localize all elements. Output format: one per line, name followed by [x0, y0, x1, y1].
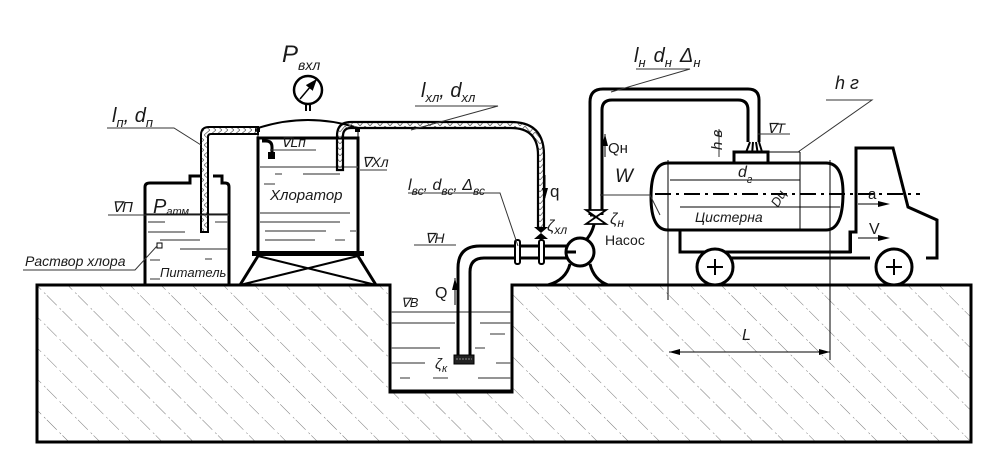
label-suction-pipe: lвс, dвс, Δвс — [408, 177, 485, 198]
label-Q-n: Qн — [608, 140, 628, 157]
label-level-P: ∇П — [112, 199, 133, 216]
chlorinator — [238, 74, 378, 286]
label-accel: a — [868, 186, 877, 203]
chlorine-pipe — [335, 120, 548, 246]
label-level-Ln: ∇Lп — [281, 134, 306, 150]
label-q-flow: q — [550, 182, 559, 201]
reservoir — [388, 285, 514, 393]
label-p-inlet: Pвхл — [282, 41, 320, 73]
label-zeta-k: ζк — [435, 356, 448, 375]
label-pump: Насос — [605, 232, 645, 248]
label-feed-pipe: lп, dп — [112, 105, 153, 130]
label-chlorine-pipe: lхл, dхл — [421, 80, 476, 105]
tank-truck — [649, 146, 939, 360]
label-Q-flow: Q — [435, 285, 447, 302]
label-h-g: h г — [835, 73, 859, 93]
label-W: W — [615, 166, 635, 187]
label-velocity: V — [869, 221, 880, 238]
discharge-pipe — [583, 87, 764, 225]
label-zeta-xl: ζхл — [547, 218, 567, 237]
leader-lines — [23, 68, 874, 271]
label-level-Xl: ∇Xл — [362, 154, 389, 170]
suction-pipe — [452, 239, 576, 365]
pump — [547, 213, 609, 287]
label-level-T: ∇T — [767, 120, 786, 136]
label-chlorine-solution: Раствор хлора — [25, 253, 126, 269]
solution-tank — [143, 174, 231, 285]
label-h-v: h в — [709, 129, 726, 150]
label-D-c: Dц — [768, 187, 789, 209]
label-p-atm: Pатм — [153, 196, 190, 218]
label-feeder: Питатель — [160, 265, 227, 280]
label-distance-L: L — [742, 327, 751, 344]
label-zeta-n: ζн — [610, 211, 624, 230]
label-chlorinator: Хлоратор — [269, 187, 343, 204]
label-d-g: dг — [738, 164, 753, 186]
feed-pipe — [200, 126, 275, 233]
label-tank: Цистерна — [695, 209, 763, 225]
label-level-B: ∇B — [401, 295, 419, 310]
label-level-H: ∇H — [425, 230, 445, 246]
